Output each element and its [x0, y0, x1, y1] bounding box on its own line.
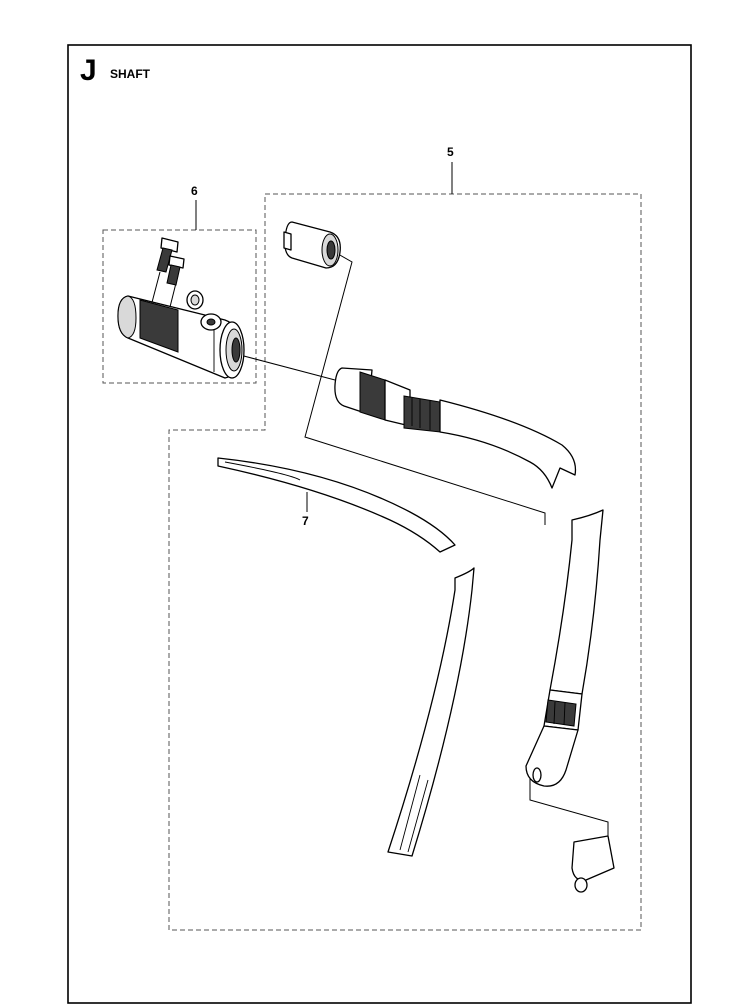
- section-letter: J: [80, 54, 97, 87]
- page-frame: [67, 44, 692, 1004]
- callout-label-7: 7: [302, 514, 309, 528]
- shaft-upper-part: [283, 221, 577, 489]
- assembly-line-cap-top: [304, 253, 546, 525]
- shaft-lower-part: [525, 509, 615, 893]
- part-5-group-box: [168, 193, 642, 931]
- drive-shaft-part: [217, 457, 475, 857]
- part-6-group-box: [102, 229, 257, 384]
- assembly-line-coupler: [239, 354, 336, 381]
- screw-part: [156, 237, 185, 286]
- assembly-line-cap-bottom: [529, 770, 609, 838]
- section-title: SHAFT: [110, 67, 151, 81]
- callout-label-6: 6: [191, 184, 198, 198]
- callout-label-5: 5: [447, 145, 454, 159]
- coupling-sleeve-part: [117, 290, 245, 379]
